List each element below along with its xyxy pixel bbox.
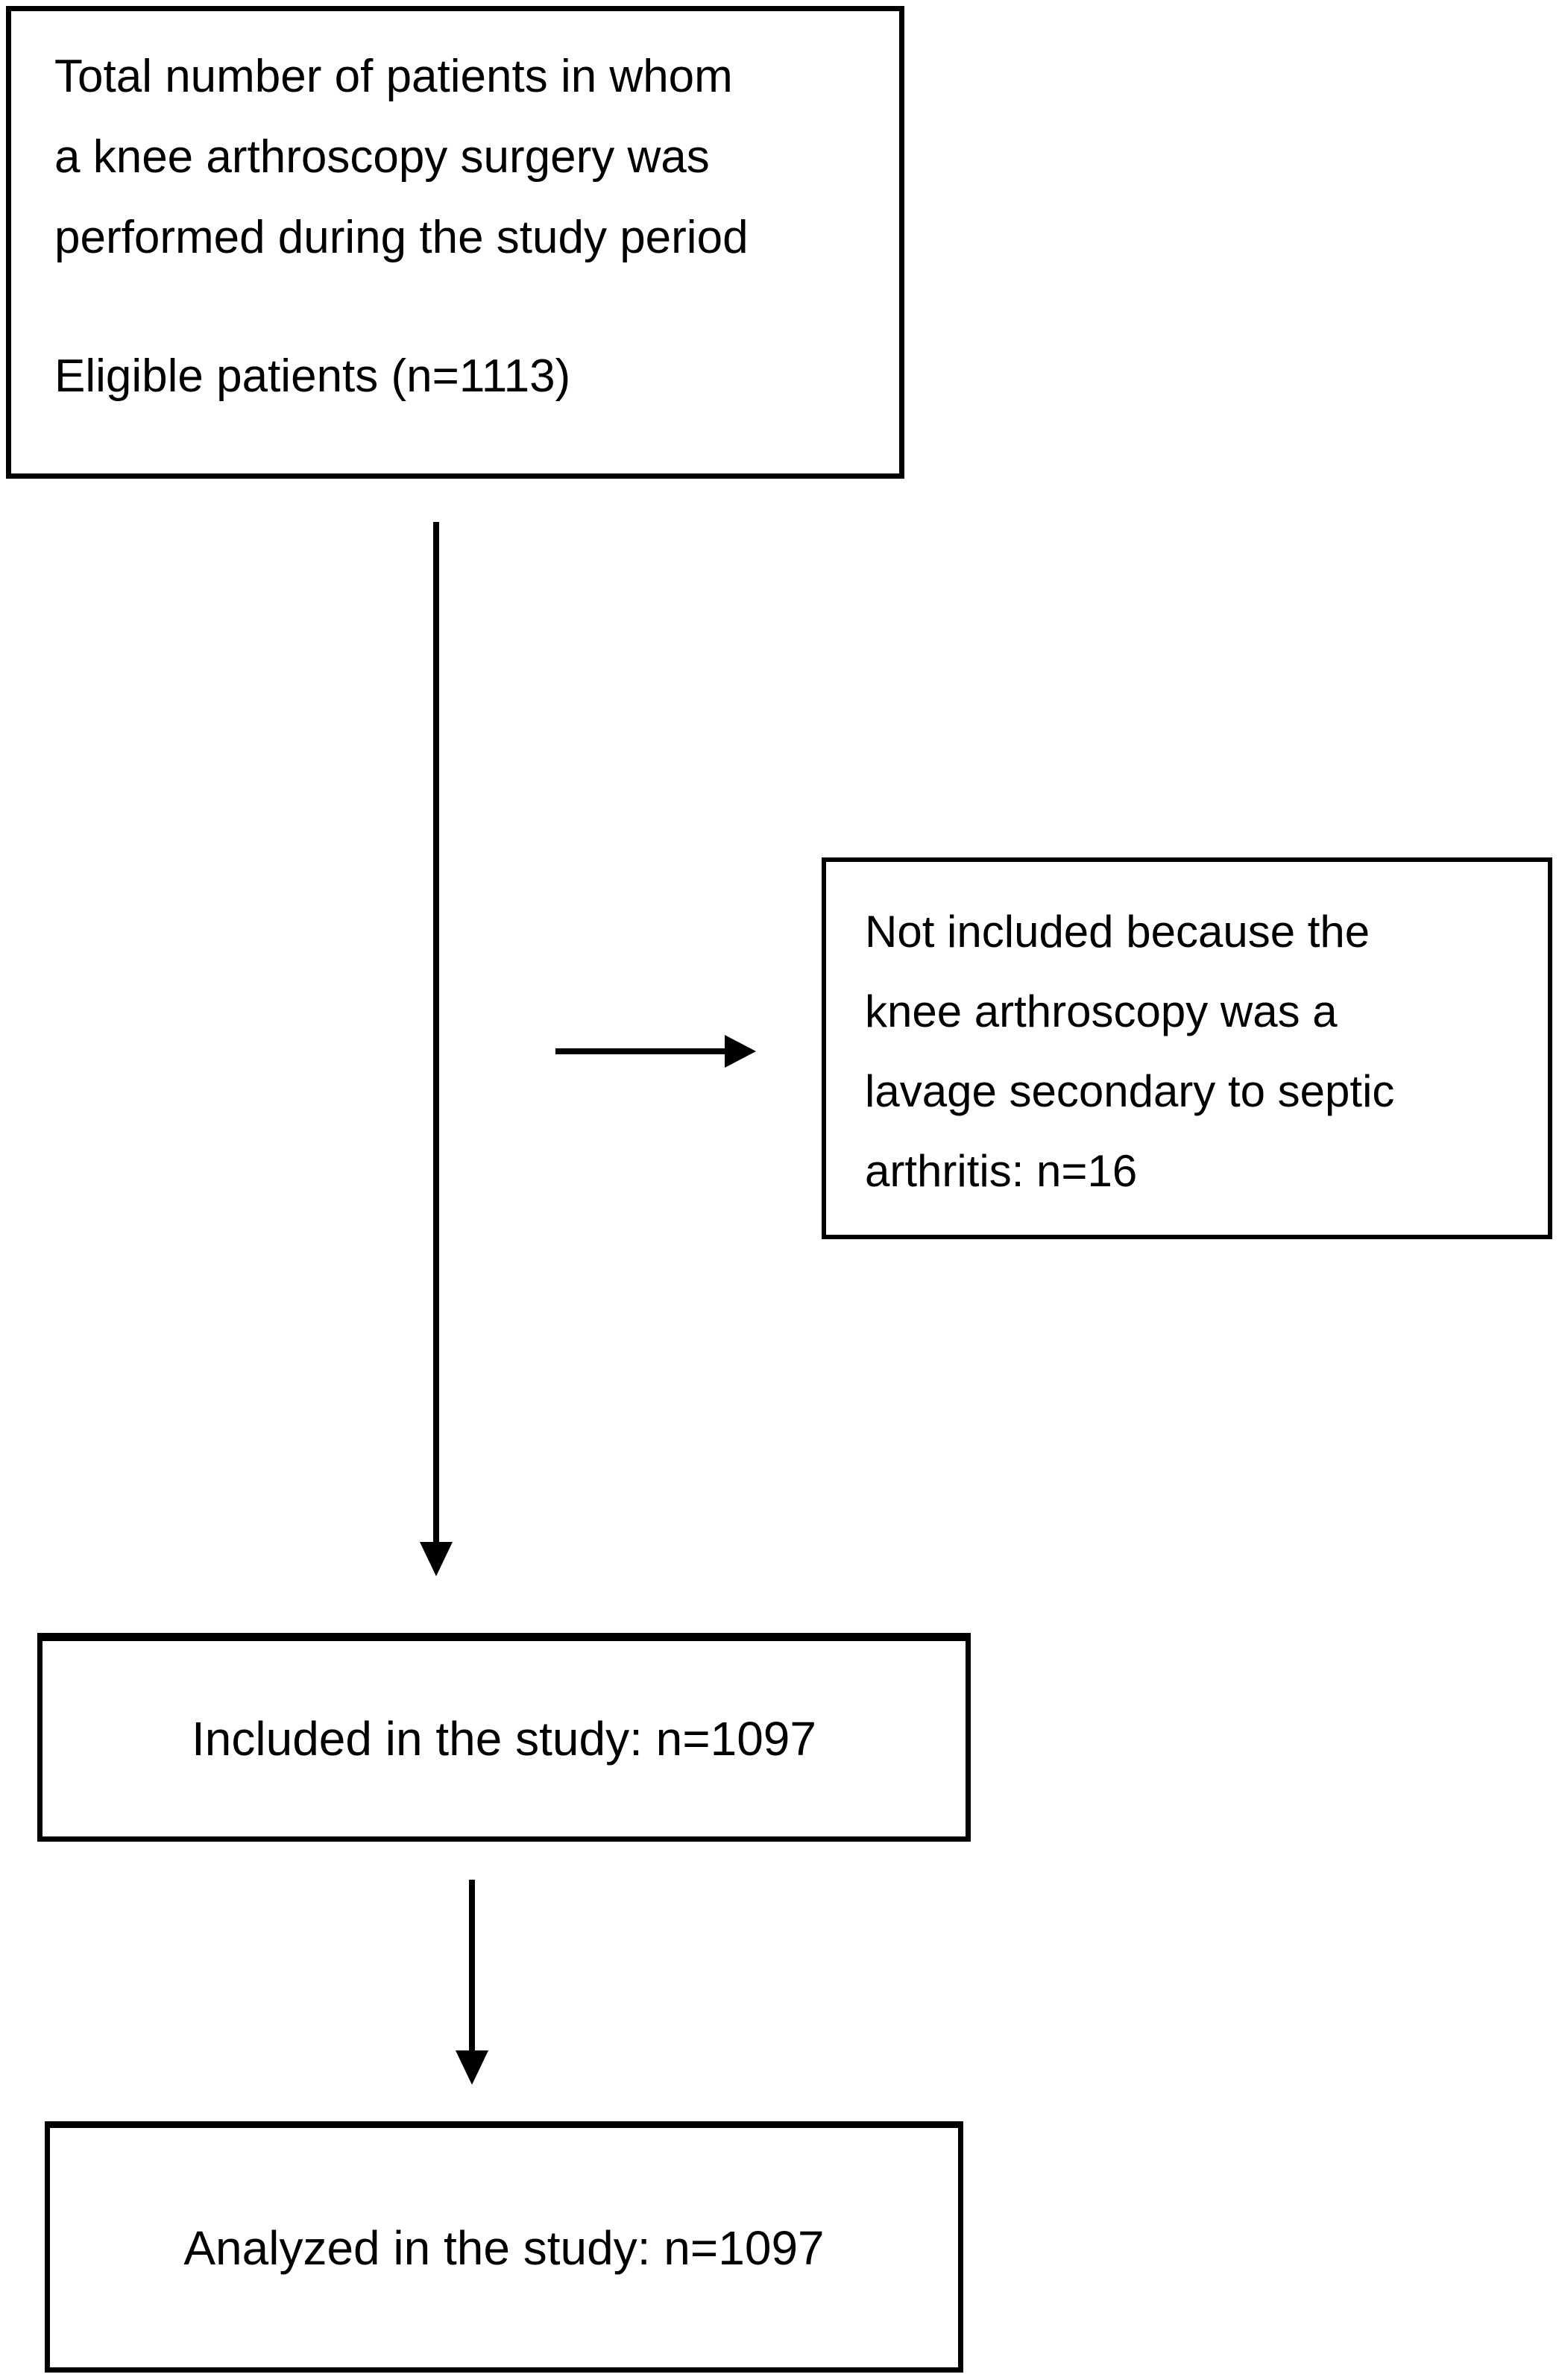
arrow-down-icon — [456, 2050, 488, 2085]
analyzed-count-text: Analyzed in the study: n=1097 — [183, 2220, 825, 2275]
exclusion-count-text: arthritis: n=16 — [865, 1146, 1138, 1196]
exclusion-box-line: lavage secondary to septic — [865, 1066, 1395, 1116]
exclusion-box: Not included because the knee arthroscop… — [822, 857, 1552, 1239]
arrow-right-icon — [725, 1035, 756, 1068]
exclusion-box-line: knee arthroscopy was a — [865, 986, 1338, 1036]
down-arrow-connector-line — [433, 522, 439, 1545]
eligible-box-line: a knee arthroscopy surgery was — [54, 131, 710, 183]
exclusion-box-line: Not included because the — [865, 907, 1370, 957]
analyzed-box: Analyzed in the study: n=1097 — [45, 2121, 963, 2373]
eligible-count-text: Eligible patients (n=1113) — [54, 350, 571, 402]
arrow-down-icon — [420, 1542, 453, 1576]
down-arrow-connector-line — [469, 1880, 475, 2053]
included-count-text: Included in the study: n=1097 — [192, 1712, 816, 1766]
eligible-box-line: performed during the study period — [54, 212, 749, 263]
eligible-patients-box: Total number of patients in whom a knee … — [6, 6, 904, 479]
eligible-box-line: Total number of patients in whom — [54, 51, 733, 102]
included-box: Included in the study: n=1097 — [37, 1633, 971, 1842]
right-arrow-connector-line — [555, 1048, 727, 1054]
